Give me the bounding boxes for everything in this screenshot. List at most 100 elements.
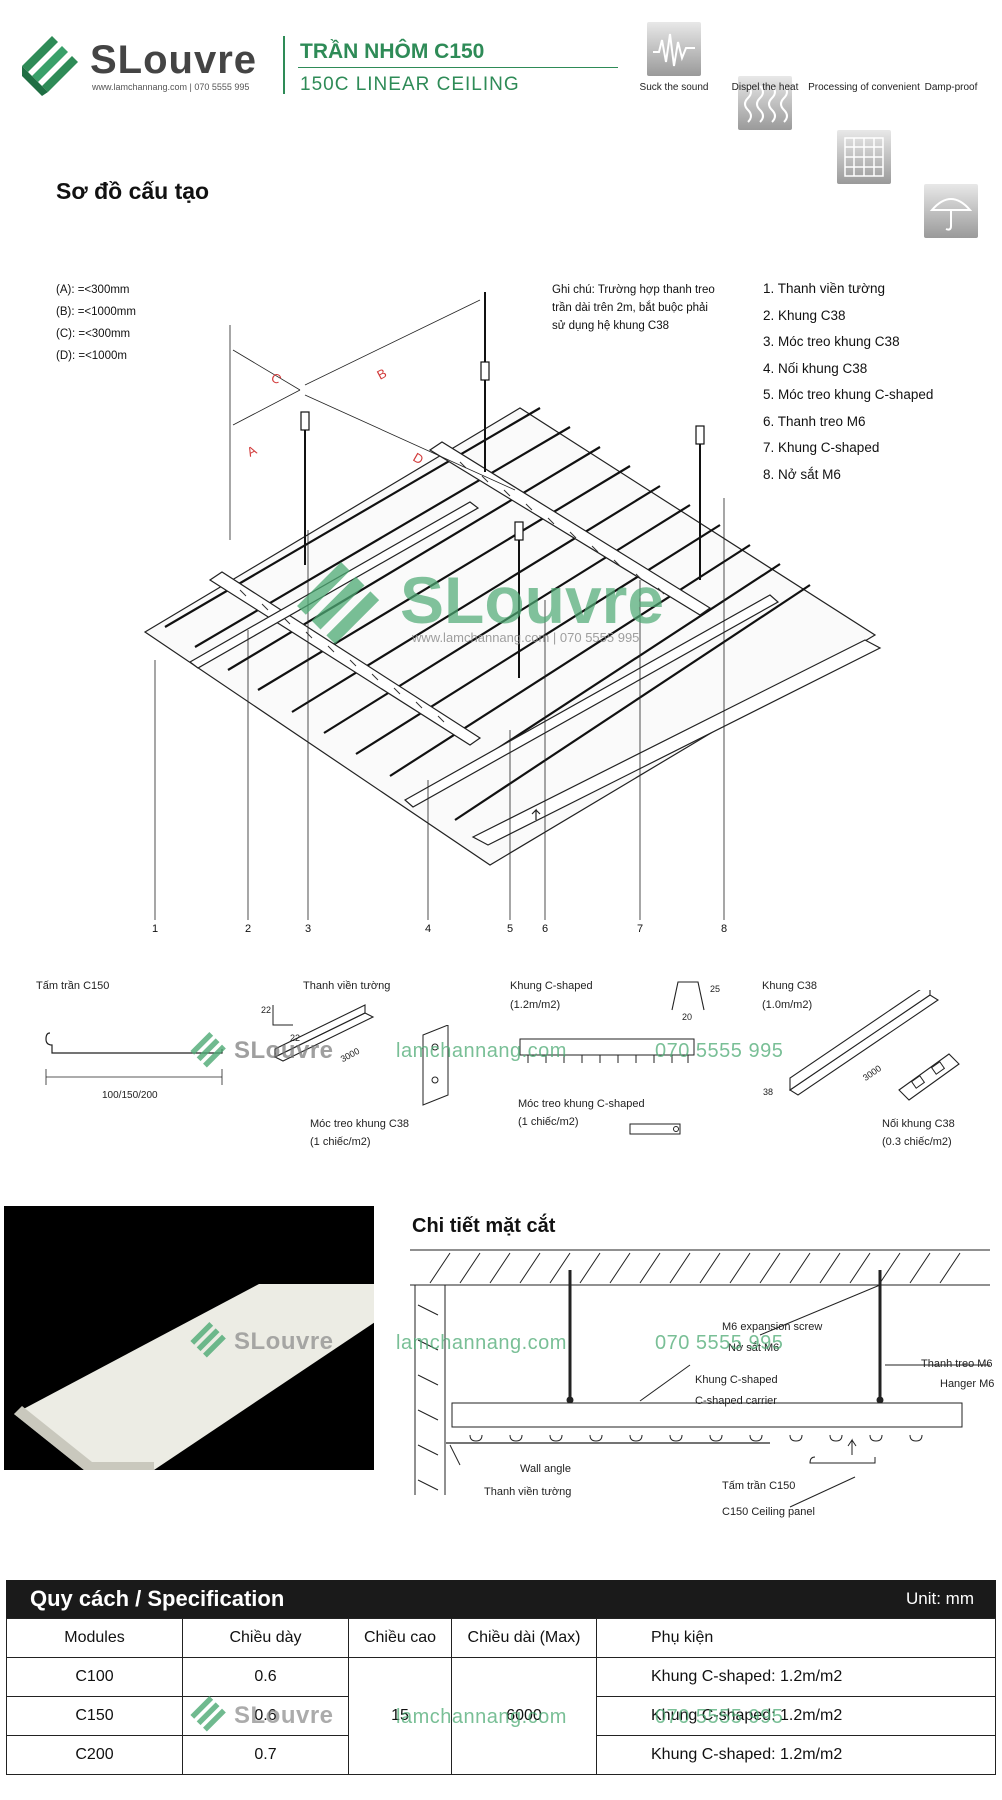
c-hanger-rate: (1 chiếc/m2) — [518, 1116, 579, 1128]
table-header-row: Modules Chiều dày Chiều cao Chiều dài (M… — [6, 1618, 996, 1658]
table-header-cell: Chiều dày — [182, 1618, 349, 1658]
hanger-label-vi: Thanh treo M6 — [921, 1358, 993, 1370]
panel-photo — [4, 1206, 374, 1470]
legend-item: 7. Khung C-shaped — [763, 440, 880, 455]
dim-letter: A — [244, 442, 259, 459]
heat-icon — [738, 76, 792, 130]
dim-letter: B — [374, 365, 389, 382]
wall-angle-dim-1: 22 — [261, 1005, 272, 1015]
c-carrier-rate: (1.2m/m2) — [510, 999, 561, 1011]
dimension-d: (D): =<1000m — [56, 350, 127, 362]
c38-rate: (1.0m/m2) — [762, 999, 813, 1011]
c-carrier-height: 25 — [710, 984, 721, 994]
callout-number: 1 — [152, 923, 158, 935]
table-header-cell: Chiều dài (Max) — [451, 1618, 597, 1658]
umbrella-icon — [924, 184, 978, 238]
panel-label: Tấm trần C150 — [36, 980, 110, 992]
c-hanger-label: Móc treo khung C-shaped — [518, 1098, 645, 1110]
watermark-phone: 070 5555 995 — [655, 1040, 784, 1062]
c-carrier-width: 20 — [682, 1012, 693, 1022]
watermark-domain: lamchannang.com — [396, 1040, 567, 1062]
module-cell: C200 — [6, 1735, 183, 1775]
wall-angle-drawing — [272, 1004, 375, 1062]
c38-hanger-rate: (1 chiếc/m2) — [310, 1136, 371, 1148]
dimension-list: (A): =<300mm (B): =<1000mm (C): =<300mm … — [56, 279, 136, 367]
table-header-cell: Chiều cao — [348, 1618, 452, 1658]
dimension-a: (A): =<300mm — [56, 284, 130, 296]
watermark-brand: SLouvre — [234, 1702, 334, 1729]
watermark-logo-icon — [297, 562, 380, 645]
callout-number: 5 — [507, 923, 513, 935]
spec-header-bar: Quy cách / Specification Unit: mm — [6, 1580, 996, 1618]
product-title-vi: TRẦN NHÔM C150 — [300, 40, 485, 63]
header: SLouvre www.lamchannang.com | 070 5555 9… — [0, 0, 1002, 238]
m6-screw-label-vi: Nở sắt M6 — [728, 1342, 780, 1354]
table-header-cell: Phụ kiện — [596, 1618, 996, 1658]
watermark-logo-icon — [190, 1032, 226, 1068]
module-cell: C100 — [6, 1657, 183, 1697]
legend-item: 2. Khung C38 — [763, 307, 846, 323]
table-row: C200 0.7 Khung C-shaped: 1.2m/m2 — [6, 1735, 996, 1775]
legend-item: 1. Thanh viền tường — [763, 281, 885, 296]
accessory-cell: Khung C-shaped: 1.2m/m2 — [596, 1735, 996, 1775]
callout-number: 6 — [542, 923, 548, 935]
panel-photo-image — [14, 1284, 374, 1470]
feature-label: Suck the sound — [639, 82, 709, 93]
legend-item: 5. Móc treo khung C-shaped — [763, 387, 934, 402]
wall-angle-dim-2: 22 — [290, 1033, 301, 1043]
spec-table: Modules Chiều dày Chiều cao Chiều dài (M… — [6, 1618, 996, 1775]
product-title-en: 150C LINEAR CEILING — [300, 74, 520, 95]
note-line: trần dài trên 2m, bắt buộc phải — [552, 302, 708, 314]
watermark-brand: SLouvre — [234, 1037, 334, 1064]
feature-label: Processing of convenient — [808, 82, 920, 93]
feature-label: Dispel the heat — [731, 82, 799, 93]
accessory-cell: Khung C-shaped: 1.2m/m2 — [596, 1657, 996, 1697]
brand-name: SLouvre — [90, 38, 258, 82]
m6-screw-label-en: M6 expansion screw — [722, 1321, 823, 1333]
watermark-logo-icon — [190, 1322, 226, 1358]
dimension-b: (B): =<1000mm — [56, 306, 136, 318]
panel-label-en: C150 Ceiling panel — [722, 1506, 815, 1518]
c38-joint-drawing — [898, 1053, 960, 1101]
watermark-phone: 070 5555 995 — [655, 1706, 784, 1728]
height-cell: 15 — [348, 1657, 452, 1775]
watermark-domain: lamchannang.com — [396, 1706, 567, 1728]
c38-hanger-label: Móc treo khung C38 — [310, 1118, 410, 1130]
legend-item: 4. Nối khung C38 — [763, 360, 868, 376]
wall-angle-label: Thanh viền tường — [303, 980, 391, 992]
structure-title: Sơ đồ cấu tạo — [56, 178, 210, 204]
thickness-cell: 0.7 — [182, 1735, 349, 1775]
spec-unit: Unit: mm — [906, 1589, 974, 1608]
brand-contact: www.lamchannang.com | 070 5555 995 — [92, 82, 250, 92]
panel-dimension: 100/150/200 — [102, 1090, 158, 1101]
accessory-cell: Khung C-shaped: 1.2m/m2 — [596, 1696, 996, 1736]
structure-note: Ghi chú: Trường hợp thanh treo trần dài … — [552, 281, 715, 335]
c-carrier-section-drawing — [671, 981, 705, 1011]
c38-hanger-drawing — [422, 1025, 449, 1106]
c-carrier-drawing — [519, 1038, 695, 1063]
carrier-label-vi: Khung C-shaped — [695, 1374, 778, 1386]
legend-item: 8. Nở sắt M6 — [763, 466, 841, 482]
callout-number: 7 — [637, 923, 643, 935]
length-cell: 6000 — [451, 1657, 597, 1775]
table-row: C100 0.6 15 6000 Khung C-shaped: 1.2m/m2 — [6, 1657, 996, 1775]
c38-channel-drawing — [788, 990, 940, 1096]
spec-section: Quy cách / Specification Unit: mm Module… — [6, 1580, 996, 1775]
title-underline — [298, 67, 618, 68]
panel-label-vi: Tấm trần C150 — [722, 1480, 796, 1492]
watermark-logo-icon — [190, 1696, 226, 1732]
c-carrier-label: Khung C-shaped — [510, 980, 593, 992]
callout-number: 3 — [305, 923, 311, 935]
carrier-label-en: C-shaped carrier — [695, 1395, 777, 1407]
c38-joint-label: Nối khung C38 — [882, 1118, 955, 1130]
watermark-phone: 070 5555 995 — [655, 1332, 784, 1354]
callout-number: 2 — [245, 923, 251, 935]
module-cell: C150 — [6, 1696, 183, 1736]
thickness-cell: 0.6 — [182, 1657, 349, 1697]
dim-letter: D — [411, 450, 427, 468]
watermark-brand: SLouvre — [400, 563, 665, 637]
feature-label: Damp-proof — [924, 82, 978, 93]
sound-wave-icon — [647, 22, 701, 76]
callout-number: 4 — [425, 923, 431, 935]
header-divider — [283, 36, 285, 94]
